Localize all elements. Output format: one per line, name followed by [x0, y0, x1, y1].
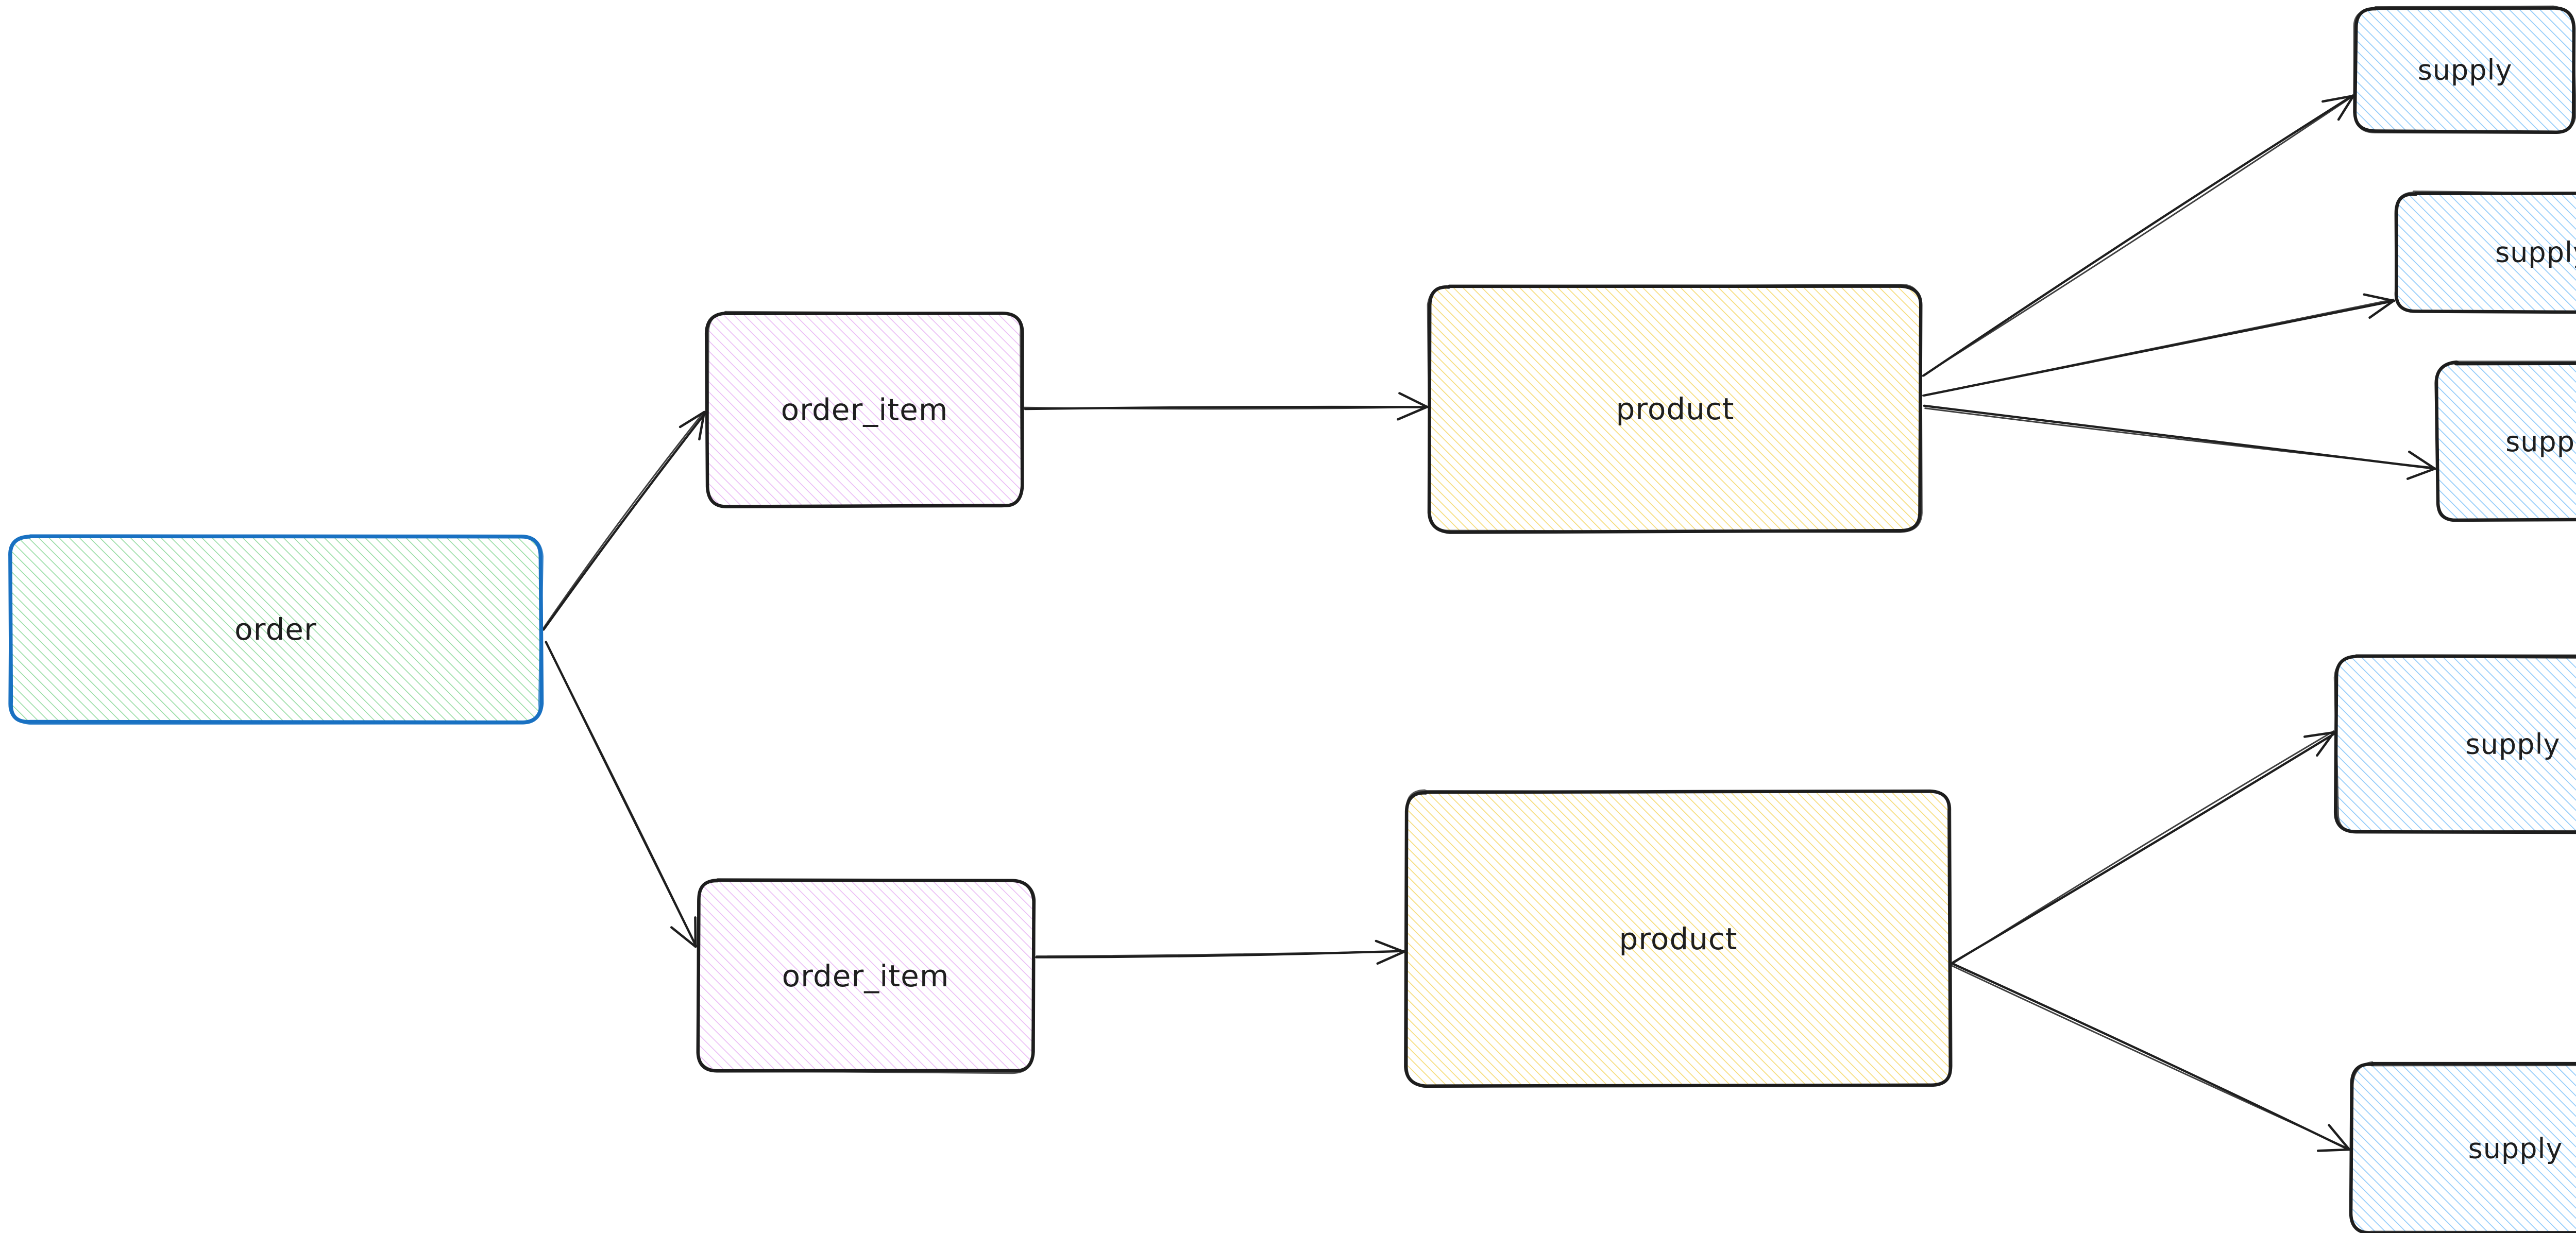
- node-fill: [699, 881, 1034, 1071]
- node-label-order: order: [234, 612, 317, 647]
- edge-order_item_bottom-to-product_bottom[interactable]: [1035, 939, 1406, 965]
- edge-product_top-to-supply_1[interactable]: [1921, 94, 2355, 377]
- node-outline-secondary: [1427, 284, 1923, 533]
- node-outline-secondary: [8, 535, 544, 725]
- node-outline-secondary: [2436, 360, 2576, 521]
- node-outline-secondary: [706, 311, 1023, 508]
- edge-order-to-order_item_bottom[interactable]: [545, 641, 698, 948]
- arrowhead-icon: [2316, 1124, 2351, 1152]
- edge-product_top-to-supply_2[interactable]: [1922, 293, 2396, 397]
- node-outline-secondary: [1405, 789, 1953, 1088]
- node-label-supply_3: supply: [2505, 425, 2576, 458]
- node-label-supply_4: supply: [2466, 728, 2561, 761]
- node-order[interactable]: order: [8, 534, 544, 725]
- node-supply_4[interactable]: supply: [2333, 654, 2576, 834]
- arrowhead-icon: [1375, 939, 1405, 965]
- node-fill: [2337, 656, 2576, 832]
- edge-product_bottom-to-supply_5[interactable]: [1950, 962, 2351, 1152]
- node-fill: [1429, 286, 1921, 531]
- arrowhead-icon: [670, 916, 697, 948]
- arrowhead-icon: [1397, 392, 1429, 421]
- node-label-order_item_top: order_item: [781, 392, 948, 427]
- node-label-product_top: product: [1616, 391, 1734, 426]
- node-outline-secondary: [2353, 5, 2576, 134]
- node-supply_1[interactable]: supply: [2353, 5, 2576, 134]
- node-label-product_bottom: product: [1619, 921, 1737, 956]
- node-fill: [2395, 193, 2576, 313]
- edge-product_top-to-supply_3[interactable]: [1923, 404, 2437, 480]
- node-label-supply_5: supply: [2468, 1133, 2563, 1165]
- node-order_item_top[interactable]: order_item: [704, 311, 1024, 508]
- node-supply_5[interactable]: supply: [2349, 1061, 2576, 1233]
- edge-order-to-order_item_top[interactable]: [542, 410, 707, 631]
- node-label-supply_2: supply: [2495, 236, 2576, 269]
- edges-layer: [542, 94, 2437, 1152]
- node-product_bottom[interactable]: product: [1404, 789, 1953, 1088]
- arrowhead-icon: [679, 410, 706, 441]
- node-label-order_item_bottom: order_item: [782, 958, 950, 994]
- arrowhead-icon: [2321, 94, 2355, 121]
- arrowhead-icon: [2406, 450, 2436, 480]
- arrowhead-icon: [2303, 731, 2335, 757]
- edge-product_bottom-to-supply_4[interactable]: [1952, 730, 2336, 965]
- node-order_item_bottom[interactable]: order_item: [696, 878, 1036, 1074]
- node-supply_3[interactable]: supply: [2434, 360, 2576, 522]
- node-outline-secondary: [696, 878, 1036, 1074]
- edge-order_item_top-to-product_top[interactable]: [1023, 392, 1430, 421]
- node-product_top[interactable]: product: [1427, 284, 1923, 534]
- node-supply_2[interactable]: supply: [2394, 190, 2576, 314]
- nodes-layer: orderorder_itemorder_itemproductproducts…: [8, 5, 2576, 1233]
- node-fill: [2354, 8, 2575, 132]
- node-outline-secondary: [2350, 1061, 2576, 1233]
- node-label-supply_1: supply: [2418, 54, 2513, 87]
- node-fill: [2436, 362, 2576, 521]
- node-fill: [1406, 792, 1950, 1086]
- node-fill: [10, 537, 541, 723]
- arrowhead-icon: [2363, 293, 2395, 319]
- node-outline-secondary: [2394, 190, 2576, 313]
- node-fill: [707, 312, 1022, 506]
- node-outline-secondary: [2333, 655, 2576, 833]
- node-fill: [2352, 1063, 2576, 1233]
